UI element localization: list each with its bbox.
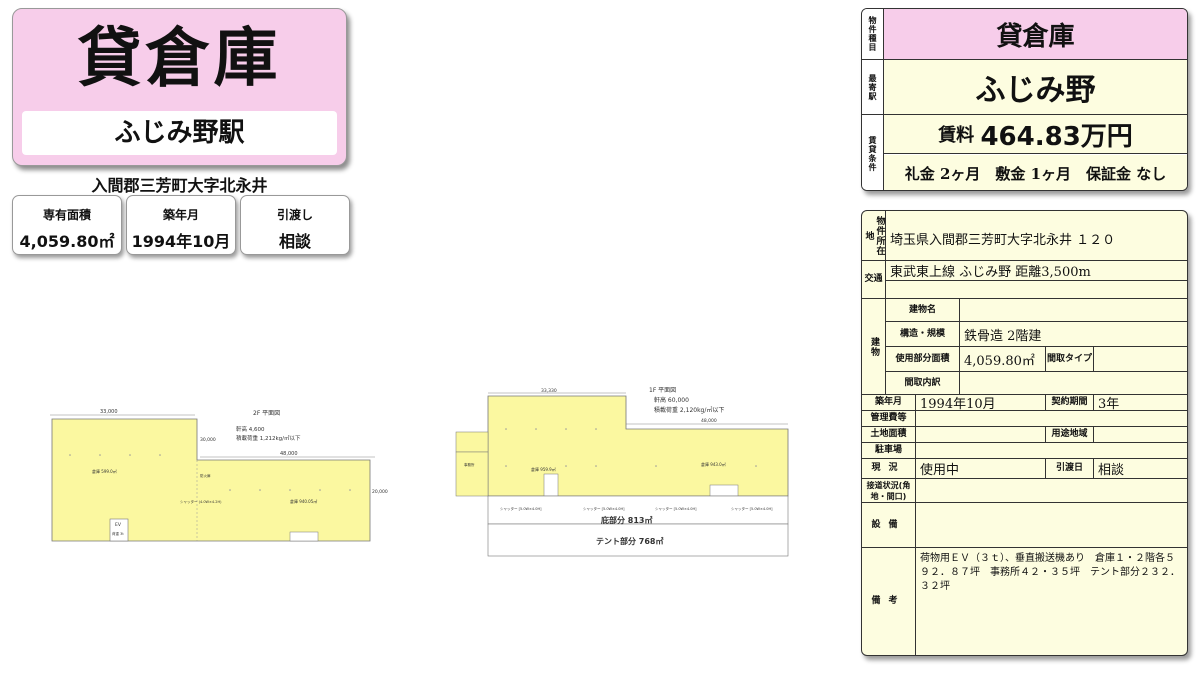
plan2f-warehouse-a: 倉庫 599.0㎡ — [92, 468, 117, 474]
plan1f-load: 積載荷重 2,120kg/㎡以下 — [654, 406, 724, 414]
detail-building-name-label: 建物名 — [886, 299, 960, 322]
built-card: 築年月 1994年10月 — [126, 195, 236, 255]
floor-plan-2f: 33,000 48,000 2F 平面図 軒高 4,600 積載荷重 1,212… — [40, 405, 390, 550]
plan1f-shutter-1: シャッター [5.0W×4.0H] — [500, 506, 542, 511]
plan1f-shutter-2: シャッター [5.0W×4.0H] — [583, 506, 625, 511]
area-card-value: 4,059.80㎡ — [19, 232, 115, 251]
plan1f-dim-top: 33,330 — [541, 388, 557, 394]
plan1f-tent-part: テント部分 768㎡ — [596, 536, 663, 546]
detail-layout-detail-value — [960, 372, 1187, 395]
handover-card-value: 相談 — [278, 232, 311, 251]
summary-row-rent: 賃貸条件 賃料 464.83万円 礼金 2ヶ月 敷金 1ヶ月 保証金 なし — [862, 114, 1187, 190]
address-line: 入間郡三芳町大字北永井 — [91, 176, 268, 195]
plan1f-shutter-3: シャッター [5.0W×4.0H] — [655, 506, 697, 511]
detail-zoning-label: 用途地域 — [1046, 427, 1094, 443]
detail-traffic-value: 東武東上線 ふじみ野 距離3,500m — [886, 261, 1187, 281]
plan1f-eaves: 軒高 60,000 — [654, 396, 689, 404]
plan2f-title: 2F 平面図 — [253, 410, 280, 417]
plan1f-warehouse-b: 倉庫 943.0㎡ — [701, 461, 726, 467]
summary-rent-prefix: 賃料 — [938, 125, 975, 146]
detail-location-value: 埼玉県入間郡三芳町大字北永井 １２０ — [886, 211, 1187, 261]
detail-remarks-value: 荷物用ＥＶ（３ｔ）、垂直搬送機あり 倉庫１・２階各５９２．８７坪 事務所４２・３… — [920, 553, 1180, 592]
detail-traffic-value-2 — [886, 281, 1187, 299]
summary-row-station: 最寄駅 ふじみ野 — [862, 59, 1187, 114]
detail-area-value: 4,059.80㎡ — [960, 347, 1046, 372]
detail-building-name-value — [960, 299, 1187, 322]
property-type-title: 貸倉庫 — [77, 22, 282, 96]
detail-parking-value — [916, 443, 1187, 459]
plan1f-office: 事務所 — [464, 462, 475, 467]
plan2f-load: 積載荷重 1,212kg/㎡以下 — [236, 434, 301, 442]
summary-type-value: 貸倉庫 — [884, 9, 1187, 59]
summary-conditions: 礼金 2ヶ月 敷金 1ヶ月 保証金 なし — [884, 155, 1187, 190]
detail-access-label: 接道状況(角地・間口) — [862, 479, 916, 503]
plan2f-dim-mid: 48,000 — [280, 451, 298, 457]
handover-card-label: 引渡し — [276, 208, 313, 222]
detail-access-value — [916, 479, 1187, 503]
floor-plan-1f: 1F 平面図 軒高 60,000 積載荷重 2,120kg/㎡以下 33,330… — [436, 384, 806, 564]
detail-equipment-label: 設備 — [862, 503, 916, 548]
plan1f-shutter-4: シャッター [5.0W×4.0H] — [731, 506, 773, 511]
detail-built-label: 築年月 — [862, 395, 916, 411]
title-card: 貸倉庫 ふじみ野駅 — [12, 8, 347, 166]
area-card: 専有面積 4,059.80㎡ — [12, 195, 122, 255]
summary-rent-label: 賃貸条件 — [862, 115, 884, 190]
detail-contract-label: 契約期間 — [1046, 395, 1094, 411]
detail-status-label: 現況 — [862, 459, 916, 479]
plan2f-ev-sub: 荷重 3t — [112, 531, 124, 536]
detail-building-label: 建物 — [862, 299, 886, 395]
plan2f-ev: EV — [115, 522, 122, 528]
detail-equipment-value — [916, 503, 1187, 548]
plan2f-warehouse-b: 倉庫 940.05㎡ — [290, 498, 317, 504]
detail-traffic-label: 交通 — [862, 261, 886, 299]
plan2f-dim-top: 33,000 — [100, 409, 118, 415]
detail-land-label: 土地面積 — [862, 427, 916, 443]
summary-station-label: 最寄駅 — [862, 60, 884, 114]
summary-rent-value: 464.83万円 — [980, 121, 1133, 152]
detail-structure-label: 構造・規模 — [886, 322, 960, 347]
detail-layout-type-label: 間取タイプ — [1046, 347, 1094, 372]
detail-handover-label: 引渡日 — [1046, 459, 1094, 479]
detail-mgmt-value — [916, 411, 1187, 427]
station-box: ふじみ野駅 — [22, 111, 337, 155]
plan1f-dim-mid: 48,000 — [701, 418, 717, 424]
built-card-label: 築年月 — [162, 208, 199, 222]
summary-rent: 賃料 464.83万円 — [884, 115, 1187, 154]
area-card-label: 専有面積 — [42, 208, 91, 222]
plan1f-eaves-part: 庇部分 813㎡ — [600, 515, 652, 525]
detail-zoning-value — [1094, 427, 1187, 443]
built-card-value: 1994年10月 — [131, 232, 231, 251]
detail-area-label: 使用部分面積 — [886, 347, 960, 372]
summary-station-value: ふじみ野 — [884, 60, 1187, 114]
detail-location-label: 物件所在地 — [862, 211, 886, 261]
plan2f-dim-right: 20,000 — [372, 489, 388, 495]
detail-structure-value: 鉄骨造 2階建 — [960, 322, 1187, 347]
detail-built-value: 1994年10月 — [916, 395, 1046, 412]
summary-table: 物件種目 貸倉庫 最寄駅 ふじみ野 賃貸条件 賃料 464.83万円 礼金 2ヶ… — [861, 8, 1188, 191]
handover-card: 引渡し 相談 — [240, 195, 350, 255]
detail-land-value — [916, 427, 1046, 443]
plan1f-warehouse-a: 倉庫 959.9㎡ — [531, 466, 556, 472]
plan2f-eaves: 軒高 4,600 — [236, 425, 265, 433]
plan1f-title: 1F 平面図 — [649, 387, 676, 394]
detail-handover-value: 相談 — [1094, 459, 1187, 479]
detail-status-value: 使用中 — [916, 459, 1046, 479]
detail-remarks-label: 備考 — [862, 548, 916, 655]
plan2f-dim-left: 30,000 — [200, 437, 216, 443]
detail-table: 物件所在地 埼玉県入間郡三芳町大字北永井 １２０ 交通 東武東上線 ふじみ野 距… — [861, 210, 1188, 656]
detail-layout-detail-label: 間取内訳 — [886, 372, 960, 395]
plan2f-shutter: シャッター (4.0W×4.2H) — [180, 499, 222, 504]
detail-layout-type-value — [1094, 347, 1187, 372]
detail-contract-value: 3年 — [1094, 395, 1187, 412]
summary-row-type: 物件種目 貸倉庫 — [862, 9, 1187, 59]
detail-mgmt-label: 管理費等 — [862, 411, 916, 427]
plan2f-fire-door: 防火扉 — [200, 473, 211, 478]
detail-parking-label: 駐車場 — [862, 443, 916, 459]
summary-type-label: 物件種目 — [862, 9, 884, 59]
